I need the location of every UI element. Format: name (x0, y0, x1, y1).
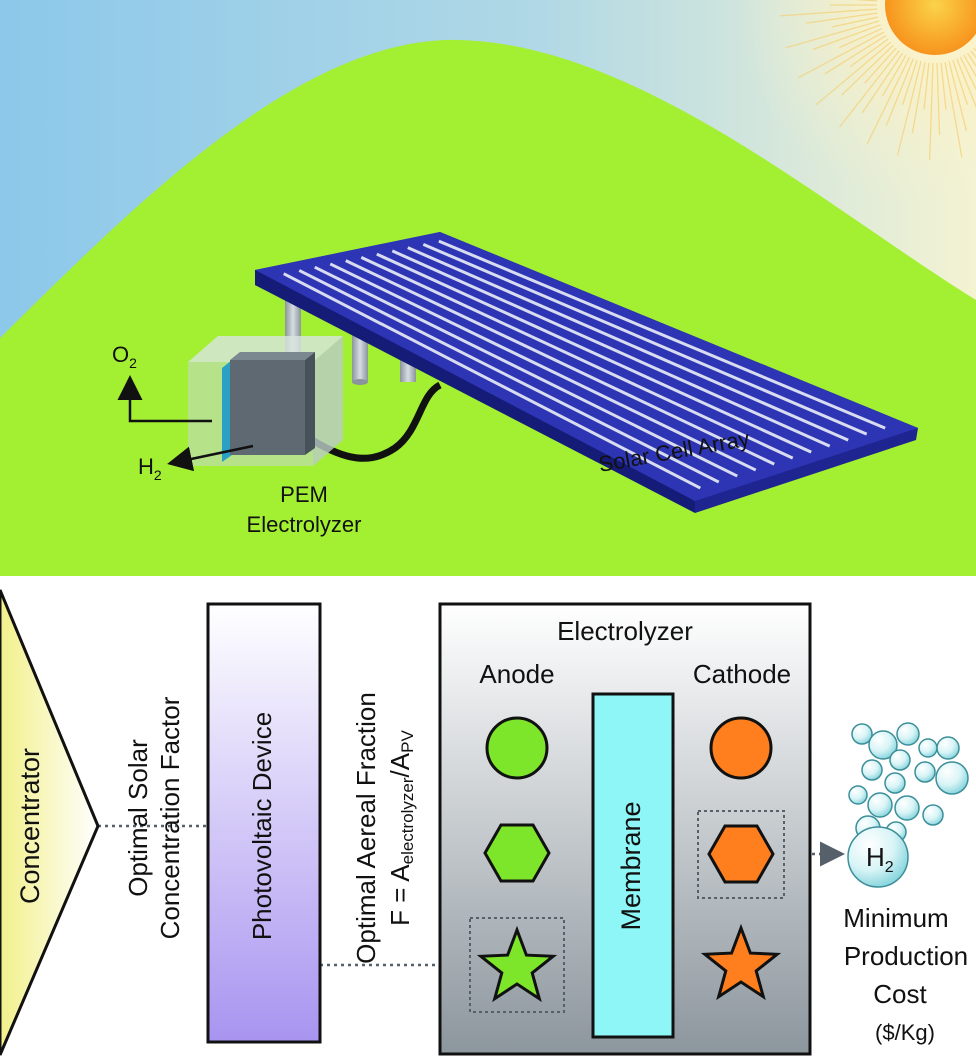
sun-ray (956, 58, 976, 109)
sun-ray (806, 12, 878, 24)
membrane-label: Membrane (616, 801, 646, 930)
panel-stripe (360, 256, 794, 460)
solar-factor-label-line2: Concentration Factor (155, 696, 185, 939)
sun-ray (849, 38, 889, 68)
scene-panel: O2 H2 PEM Electrolyzer Solar Cell Array (0, 0, 976, 576)
sun-ray (797, 31, 885, 79)
min-cost-line4: ($/Kg) (875, 1020, 935, 1045)
power-cable (310, 381, 442, 462)
bubble (922, 804, 944, 826)
min-cost-line1: Minimum (843, 903, 948, 933)
panel-stripe (298, 269, 720, 484)
cathode-hexagon-icon (707, 824, 775, 884)
gas-output-arrows (117, 375, 254, 472)
pem-label-line2: Electrolyzer (247, 512, 362, 537)
sun-rays (780, 0, 976, 160)
anode-selection-box (469, 917, 565, 1013)
sun-icon (885, 0, 976, 55)
bubble (914, 761, 936, 783)
panel-stripe (314, 265, 738, 478)
sun-ray (832, 16, 879, 28)
concentrator-triangle (0, 589, 100, 1056)
sun-ray (881, 54, 907, 97)
sun-ray (864, 47, 897, 84)
sun-ray (948, 61, 968, 132)
bubble (867, 792, 893, 818)
solar-factor-label-line1: Optimal Solar (123, 739, 153, 897)
min-cost-line2: Production (844, 941, 968, 971)
bubble (936, 736, 960, 760)
sun-ray (940, 62, 947, 110)
bubble (851, 723, 873, 745)
sun-ray (866, 56, 911, 145)
sun-ray (928, 62, 934, 160)
sun-ray (839, 50, 900, 128)
sun-ray (780, 8, 878, 17)
bubble (848, 785, 868, 805)
panel-stripe (283, 272, 701, 490)
sun-ray (896, 61, 922, 156)
sun-ray (785, 20, 880, 49)
sun-ray (936, 62, 941, 135)
cathode-circle-icon (709, 716, 773, 780)
panel-stripe (407, 246, 849, 442)
cathode-star-icon (700, 923, 782, 1001)
concentrator-label: Concentrator (15, 748, 45, 904)
photovoltaic-device-label: Photovoltaic Device (247, 712, 277, 940)
anode-label: Anode (479, 659, 554, 689)
panel-stripe (376, 252, 812, 454)
panel-stripe (345, 259, 775, 466)
o2-label: O2 (112, 342, 137, 371)
schematic-panel: Concentrator Optimal Solar Concentration… (0, 589, 969, 1056)
bubble (861, 759, 883, 781)
bubble (868, 730, 898, 760)
anode-star-icon (476, 925, 558, 1003)
min-cost-line3: Cost (873, 979, 927, 1009)
bubble (894, 795, 920, 821)
sun-ray (815, 41, 891, 106)
sun-ray (944, 62, 963, 158)
sun-ray (861, 52, 904, 114)
membrane-box (591, 692, 675, 1039)
bubble (918, 738, 938, 758)
anode-hexagon-icon (483, 823, 551, 883)
photovoltaic-device-box (206, 602, 322, 1044)
sun-ray (812, 24, 881, 51)
bubble (896, 722, 920, 746)
sun-ray (885, 58, 914, 126)
sun-ray (901, 59, 918, 106)
pem-label-line1: PEM (280, 482, 328, 507)
cathode-label: Cathode (693, 659, 791, 689)
h2-bubble (847, 826, 909, 888)
cathode-selection-box (697, 810, 785, 899)
bubble (884, 772, 906, 794)
hydrogen-bubbles-icon (848, 722, 969, 843)
panel-stripe (391, 249, 831, 448)
solar-cell-array-icon (255, 232, 918, 513)
anode-circle-icon (485, 716, 549, 780)
h2-bubble-label: H2 (866, 842, 894, 876)
areal-fraction-formula: F = Aelectrolyzer/APV (385, 730, 418, 926)
panel-stripe (422, 243, 868, 436)
sun-ray (911, 62, 926, 134)
sun-ray (854, 0, 878, 2)
sun-ray (952, 59, 969, 106)
sun-ray (838, 27, 883, 49)
sun-ray (923, 62, 930, 110)
sun-ray (841, 44, 894, 96)
pem-electrolyzer-icon (188, 336, 343, 466)
areal-fraction-label-line1: Optimal Aereal Fraction (351, 692, 381, 964)
h2-label: H2 (138, 454, 162, 483)
bubble (935, 761, 969, 795)
panel-stripe (438, 239, 886, 430)
electrolyzer-title: Electrolyzer (557, 616, 693, 646)
sun-ray (824, 35, 887, 75)
bubble (889, 749, 911, 771)
panel-stripe (329, 262, 757, 472)
sun-ray (959, 56, 976, 91)
sun-glow (735, 0, 976, 205)
